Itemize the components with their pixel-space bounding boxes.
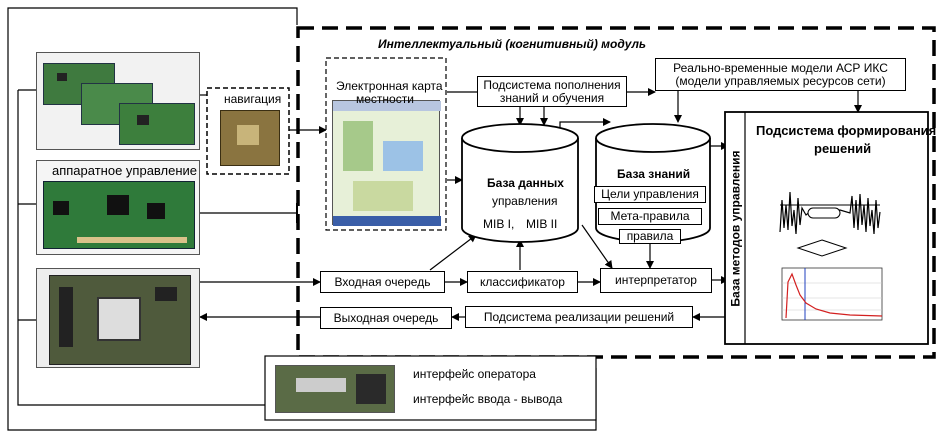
hardware-control-label: аппаратное управление (52, 163, 198, 178)
map-image (332, 100, 441, 226)
decay-plot (781, 267, 883, 321)
classifier-label: классификатор (480, 274, 565, 289)
bottom-board-image (36, 268, 200, 368)
operator-board-image (275, 365, 395, 413)
mib-1-label: MIB I, (483, 217, 515, 231)
io-interface-label: интерфейс ввода - вывода (413, 392, 563, 406)
knowledge-replenishment-line2: знаний и обучения (499, 90, 605, 105)
classifier-box: классификатор (467, 271, 578, 293)
input-queue-box: Входная очередь (320, 271, 445, 293)
decision-subsystem-title-line1: Подсистема формирования (756, 123, 937, 138)
goals-box: Цели управления (594, 186, 706, 203)
realtime-models-line1: Реально-временные модели АСР ИКС (673, 60, 888, 75)
map-title-line1: Электронная карта (336, 79, 443, 93)
database-title-line2: управления (492, 194, 558, 208)
goals-label: Цели управления (601, 187, 699, 201)
input-queue-label: Входная очередь (334, 274, 431, 289)
decision-subsystem-title-line2: решений (814, 141, 872, 156)
operator-interface-label: интерфейс оператора (413, 367, 536, 381)
navigation-label: навигация (224, 92, 282, 106)
output-queue-box: Выходная очередь (320, 307, 452, 329)
methods-base-label: База методов управления (728, 150, 743, 307)
rules-box: правила (619, 229, 681, 244)
interpreter-box: интерпретатор (600, 268, 712, 293)
realtime-models-line2: (модели управляемых ресурсов сети) (675, 73, 886, 88)
knowledge-base-title: База знаний (617, 167, 691, 181)
hardware-board-image (36, 160, 200, 255)
rules-label: правила (626, 229, 674, 243)
interpreter-label: интерпретатор (615, 273, 697, 287)
realtime-models-box: Реально-временные модели АСР ИКС (модели… (655, 58, 906, 91)
database-title-line1: База данных (487, 176, 564, 190)
decision-implementation-box: Подсистема реализации решений (465, 306, 693, 328)
map-title-line2: местности (356, 92, 414, 106)
signal-plot (779, 191, 881, 257)
decision-implementation-label: Подсистема реализации решений (483, 309, 675, 324)
left-bus-line (17, 90, 270, 406)
meta-rules-label: Мета-правила (610, 209, 690, 223)
meta-rules-box: Мета-правила (598, 208, 702, 225)
knowledge-replenishment-line1: Подсистема пополнения (483, 77, 621, 92)
module-title: Интеллектуальный (когнитивный) модуль (378, 37, 647, 51)
cognitive-module-boundary (296, 26, 936, 359)
knowledge-replenishment-box: Подсистема пополнения знаний и обучения (477, 76, 627, 107)
navigation-chip-image (220, 110, 280, 166)
top-boards-image (36, 52, 200, 150)
database-cylinder (461, 123, 579, 243)
output-queue-label: Выходная очередь (333, 310, 439, 325)
mib-2-label: MIB II (526, 217, 558, 231)
